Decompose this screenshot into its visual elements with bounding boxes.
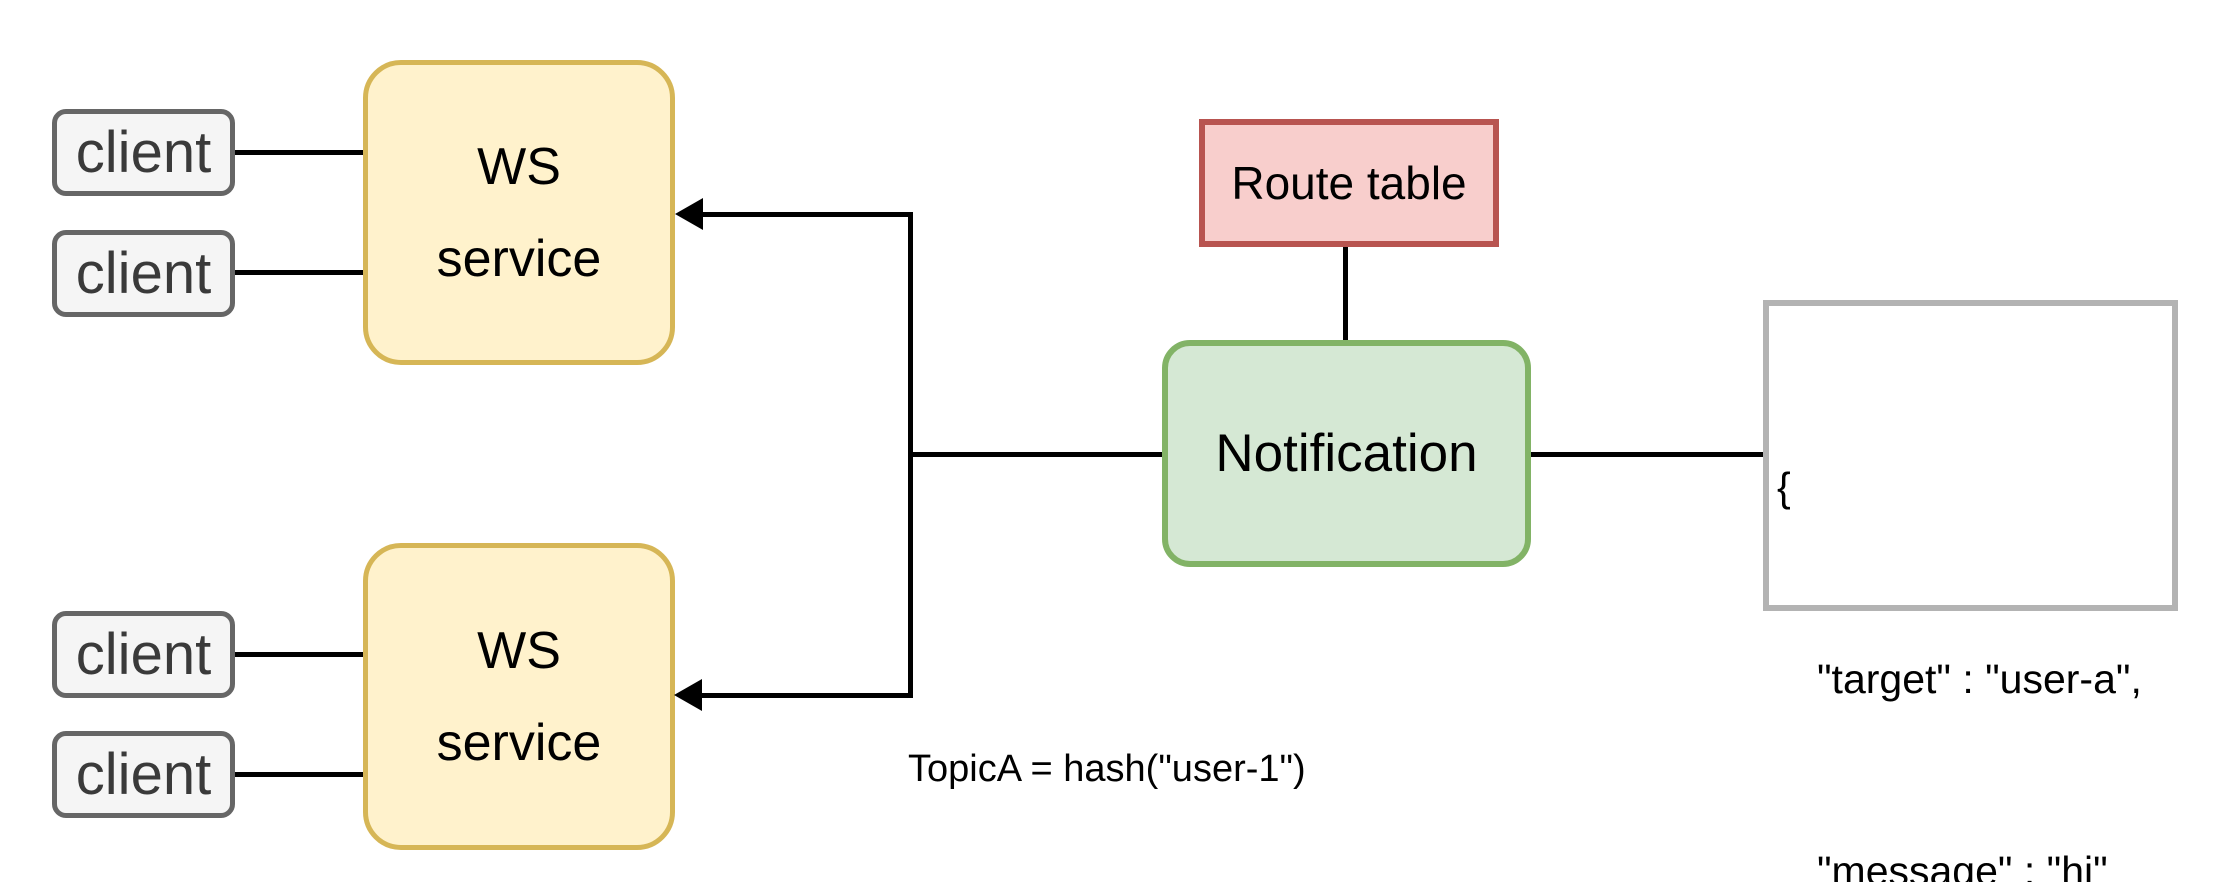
arrowhead-ws-top-icon [675,198,703,230]
connector-client1-ws-top [235,150,363,155]
json-line-target: "target" : "user-a", [1817,656,2142,702]
connector-routetable-notification [1343,247,1348,340]
ws-service-label-line2: service [436,229,602,288]
route-table-label: Route table [1231,157,1467,209]
client-node-2: client [52,230,235,317]
arrowhead-ws-bottom-icon [674,679,702,711]
connector-client3-ws-bottom [235,652,363,657]
notification-label: Notification [1215,424,1478,483]
message-json-box: { "target" : "user-a", "message" : "hi" … [1763,300,2178,882]
connector-branch-ws-top [702,212,908,217]
ws-service-node-bottom: WS service [363,543,675,850]
ws-service-label-line1: WS [477,137,561,196]
ws-service-node-top: WS service [363,60,675,365]
client-node-1: client [52,109,235,196]
connector-notification-json [1531,452,1763,457]
json-line-message: "message" : "hi" [1817,848,2108,882]
ws-service-label-line1: WS [477,621,561,680]
connector-client4-ws-bottom [235,772,363,777]
client-node-label: client [75,241,212,306]
json-line-open-brace: { [1777,464,1791,510]
ws-service-label-line2: service [436,713,602,772]
route-table-node: Route table [1199,119,1499,247]
topic-hash-annotation: TopicA = hash("user-1") [908,748,1306,790]
notification-node: Notification [1162,340,1531,567]
client-node-label: client [75,742,212,807]
connector-notification-trunk [908,452,1162,457]
client-node-label: client [75,622,212,687]
connector-branch-ws-bottom [702,693,908,698]
connector-client2-ws-top [235,270,363,275]
client-node-label: client [75,120,212,185]
client-node-4: client [52,731,235,818]
client-node-3: client [52,611,235,698]
